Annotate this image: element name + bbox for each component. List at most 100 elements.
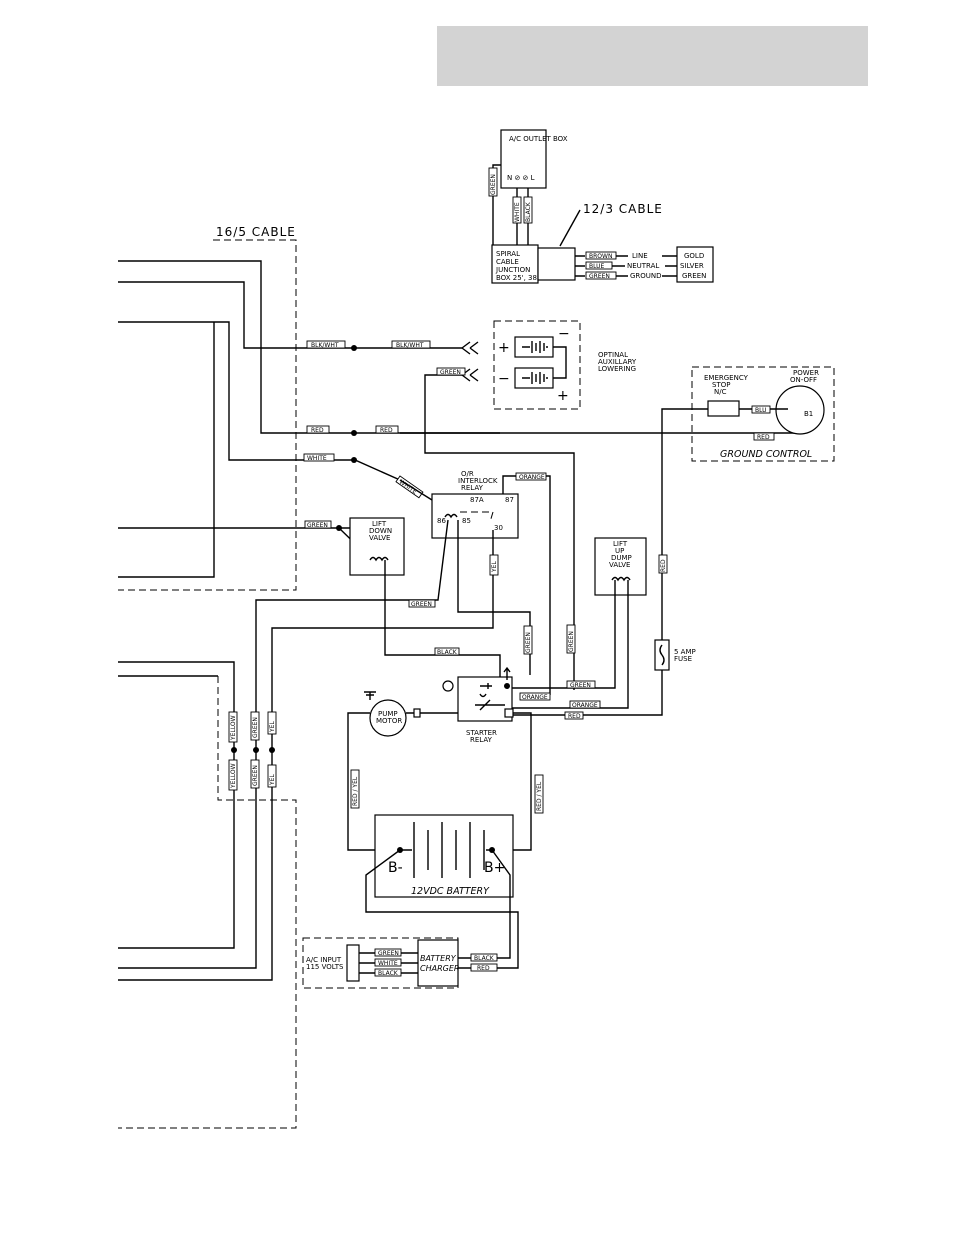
- estop-label-3: N/C: [714, 388, 727, 396]
- starter-relay: [457, 676, 513, 722]
- tag-yel-up-1: YEL: [269, 721, 276, 733]
- tag-yellow-1: YELLOW: [230, 715, 237, 741]
- ground-control-box: [691, 366, 835, 462]
- wire-in-2: [118, 281, 462, 349]
- tag-green-up-1: GREEN: [252, 717, 259, 738]
- tag-black-1: BLACK: [437, 649, 458, 656]
- gc-wire-red: RED: [757, 434, 770, 441]
- gc-wire-blue: BLU: [755, 407, 767, 414]
- aux-minus-1: −: [558, 326, 570, 342]
- charger-input-2: 115 VOLTS: [306, 963, 344, 971]
- estop-label-2: STOP: [712, 381, 730, 389]
- aux-label-3: LOWERING: [598, 365, 636, 373]
- tag-green-6: GREEN: [570, 682, 591, 689]
- starter-label-1: STARTER: [466, 729, 497, 737]
- aux-lowering-box: [493, 320, 581, 410]
- power-label-2: ON-OFF: [790, 376, 817, 384]
- relay-p87a: 87A: [470, 496, 484, 504]
- header-bar: [437, 26, 868, 86]
- pump-motor: [369, 699, 407, 737]
- power-label-1: POWER: [793, 369, 819, 377]
- outlet-wire-black: BLACK: [525, 201, 532, 222]
- relay-label-2: INTERLOCK: [458, 477, 498, 485]
- tag-red-3: RED: [660, 559, 667, 572]
- lift-up-label-3: DUMP: [611, 554, 632, 562]
- charger-out-black: BLACK: [474, 955, 495, 962]
- wire-in-3: [118, 321, 401, 481]
- junction-label-2: CABLE: [496, 258, 519, 266]
- lift-down-label-1: LIFT: [372, 520, 387, 528]
- tag-yel-up-2: YEL: [269, 774, 276, 786]
- tag-yellow-2: YELLOW: [230, 763, 237, 789]
- relay-p85: 85: [462, 517, 471, 525]
- tag-green-4: GREEN: [525, 632, 532, 653]
- charger-input-1: A/C INPUT: [306, 956, 342, 964]
- outlet-terminals: N ⊘ ⊘ L: [507, 174, 535, 182]
- ground-control-title: GROUND CONTROL: [720, 449, 812, 460]
- lower-cable-boundary: [118, 676, 297, 1129]
- lift-up-valve: [594, 537, 647, 596]
- outlet-box-label: A/C OUTLET BOX: [509, 135, 568, 143]
- tag-green-5: GREEN: [411, 601, 432, 608]
- tag-green-1: GREEN: [307, 522, 328, 529]
- tag-red-2: RED: [380, 427, 393, 434]
- plug-ground: GROUND: [630, 272, 662, 280]
- tag-green-up-2: GREEN: [252, 765, 259, 786]
- pump-label-1: PUMP: [378, 710, 398, 718]
- charger-label-1: BATTERY: [420, 954, 457, 963]
- outlet-box: [500, 129, 547, 189]
- plug-gold: GOLD: [684, 252, 704, 260]
- estop-label-1: EMERGENCY: [704, 374, 749, 382]
- tag-red-1: RED: [311, 427, 324, 434]
- tag-red-yel-1: RED / YEL: [352, 776, 359, 806]
- tag-blk-wht-1: BLK/WHT: [311, 342, 339, 349]
- charger-label-2: CHARGER: [420, 964, 459, 973]
- plug-wire-blue: BLUE: [589, 263, 605, 270]
- plug-line: LINE: [632, 252, 648, 260]
- battery-label: 12VDC BATTERY: [411, 886, 490, 897]
- junction-label-1: SPIRAL: [496, 250, 520, 258]
- outlet-wire-white: WHITE: [514, 202, 521, 222]
- fuse-label-1: 5 AMP: [674, 648, 696, 656]
- plug-neutral: NEUTRAL: [627, 262, 659, 270]
- junction-label-3: JUNCTION: [495, 266, 530, 274]
- tag-orange-3: ORANGE: [522, 694, 548, 701]
- tag-orange-1: ORANGE: [519, 474, 545, 481]
- lift-up-label-1: LIFT: [613, 540, 628, 548]
- tag-green-2: GREEN: [440, 369, 461, 376]
- battery-pos: B+: [484, 860, 505, 876]
- aux-label-2: AUXILLARY: [598, 358, 637, 366]
- tag-green-3: GREEN: [568, 631, 575, 652]
- battery: [374, 814, 514, 898]
- lift-up-label-4: VALVE: [609, 561, 630, 569]
- relay-p87: 87: [505, 496, 514, 504]
- tag-blk-wht-2: BLK/WHT: [396, 342, 424, 349]
- pump-label-2: MOTOR: [376, 717, 402, 725]
- aux-plus-2: +: [557, 388, 569, 404]
- relay-label-1: O/R: [461, 470, 474, 478]
- plug-wire-green: GREEN: [589, 273, 610, 280]
- estop-switch: [707, 400, 740, 417]
- charger-out-red: RED: [477, 965, 490, 972]
- battery-charger: [417, 939, 459, 987]
- power-b1: B1: [804, 410, 813, 418]
- battery-neg: B-: [388, 860, 403, 876]
- aux-label-1: OPTINAL: [598, 351, 628, 359]
- cable-12-3-label: 12/3 CABLE: [583, 202, 663, 216]
- starter-label-2: RELAY: [470, 736, 493, 744]
- fuse-label-2: FUSE: [674, 655, 692, 663]
- lift-down-valve: [349, 517, 405, 576]
- power-switch: [775, 385, 825, 435]
- tag-yel-1: YEL: [491, 561, 498, 573]
- charger-w-black: BLACK: [378, 970, 399, 977]
- relay-p30: 30: [494, 524, 503, 532]
- outlet-wire-green: GREEN: [490, 174, 497, 195]
- plug-silver: SILVER: [680, 262, 704, 270]
- plug-wire-brown: BROWN: [589, 253, 612, 260]
- tag-red-yel-2: RED / YEL: [536, 781, 543, 811]
- tag-orange-2: ORANGE: [572, 702, 598, 709]
- relay-p86: 86: [437, 517, 446, 525]
- cable-16-5-boundary: [118, 239, 297, 591]
- tag-white-1: WHITE: [307, 455, 327, 462]
